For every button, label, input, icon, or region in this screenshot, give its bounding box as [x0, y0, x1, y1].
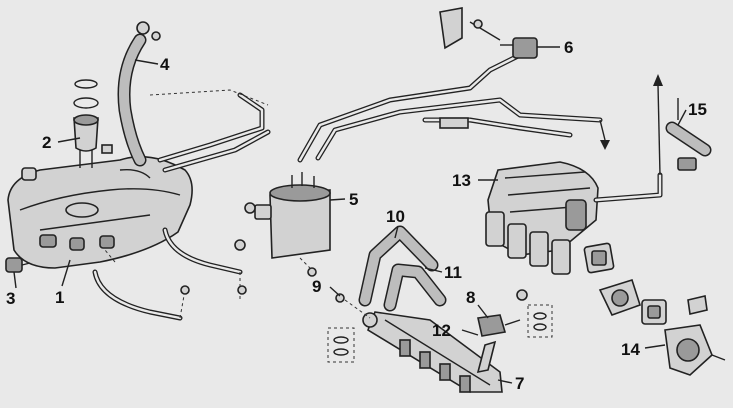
- intake-manifold: [485, 74, 663, 275]
- leader-lines: [13, 46, 687, 384]
- throttle-body-assembly: [583, 242, 726, 376]
- callout-10: 10: [386, 207, 405, 226]
- drain-sensor: [5, 257, 31, 273]
- callout-12: 12: [432, 321, 451, 340]
- fuel-rail: [335, 293, 503, 393]
- o-ring-insets: [327, 304, 553, 363]
- callout-6: 6: [564, 38, 573, 57]
- callout-labels: 1 2 3 4 5 6 7 8 9 10 11 12 13 14 15: [6, 38, 707, 393]
- callout-7: 7: [515, 374, 524, 393]
- vapour-lines: [297, 52, 610, 163]
- callout-8: 8: [466, 288, 475, 307]
- charcoal-canister: [244, 172, 331, 277]
- purge-valve: [439, 7, 538, 59]
- callout-4: 4: [160, 55, 170, 74]
- callout-15: 15: [688, 100, 707, 119]
- callout-5: 5: [349, 190, 358, 209]
- callout-1: 1: [55, 288, 64, 307]
- fuel-pump-sender: [73, 79, 113, 168]
- fuel-hoses: [358, 225, 447, 312]
- pressure-regulator: [476, 289, 528, 374]
- callout-13: 13: [452, 171, 471, 190]
- callout-11: 11: [444, 263, 462, 282]
- callout-9: 9: [312, 277, 321, 296]
- idle-air-hose: [665, 98, 712, 171]
- tank-vent-lines: [149, 89, 271, 173]
- filler-hose: [117, 21, 161, 167]
- fuel-tank: [7, 155, 193, 269]
- callout-14: 14: [621, 340, 640, 359]
- callout-3: 3: [6, 289, 15, 308]
- callout-2: 2: [42, 133, 51, 152]
- tank-straps: [92, 227, 247, 321]
